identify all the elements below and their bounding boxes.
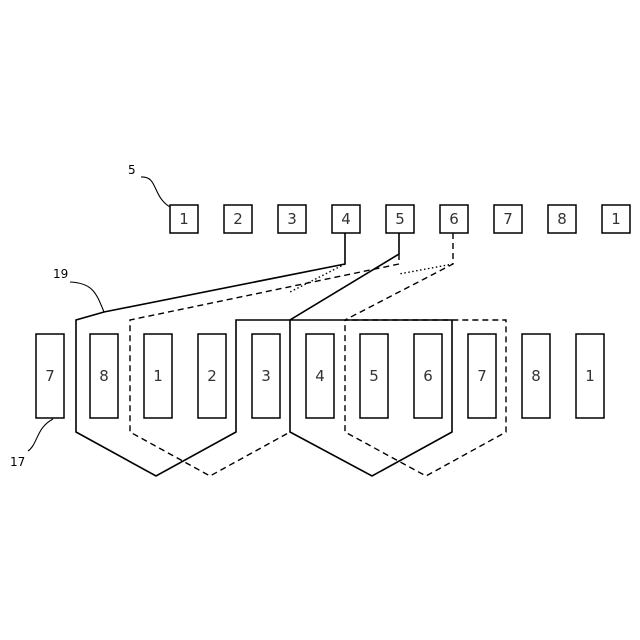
ref-numeral-bottom-row: 17	[10, 455, 25, 469]
bottom-row-box-label: 5	[369, 367, 379, 385]
bottom-row-box-4: 2	[198, 334, 226, 418]
bottom-row-box-label: 4	[315, 367, 325, 385]
top-row-box-7: 7	[494, 205, 522, 233]
top-row-box-label: 4	[341, 210, 351, 228]
bottom-row-box-label: 1	[585, 367, 595, 385]
bottom-row-box-label: 6	[423, 367, 433, 385]
bottom-row: 7 8 1 2 3 4 5 6 7 8 1	[36, 334, 604, 418]
top-row-box-3: 3	[278, 205, 306, 233]
top-row-box-label: 5	[395, 210, 405, 228]
bottom-row-box-label: 3	[261, 367, 271, 385]
top-row-box-1: 1	[170, 205, 198, 233]
top-row-box-label: 8	[557, 210, 567, 228]
bottom-row-box-3: 1	[144, 334, 172, 418]
dotted-lead-from-4	[290, 264, 345, 292]
bottom-row-box-label: 7	[45, 367, 55, 385]
bottom-row-box-7: 5	[360, 334, 388, 418]
top-row: 1 2 3 4 5 6 7 8 1	[170, 205, 630, 233]
bottom-row-box-8: 6	[414, 334, 442, 418]
ref-numeral-top-row: 5	[128, 163, 136, 177]
top-row-box-5: 5	[386, 205, 414, 233]
top-row-box-8: 8	[548, 205, 576, 233]
leader-line-winding	[70, 282, 104, 312]
top-row-box-4: 4	[332, 205, 360, 233]
bottom-row-box-6: 4	[306, 334, 334, 418]
bottom-row-box-5: 3	[252, 334, 280, 418]
bottom-row-box-label: 2	[207, 367, 217, 385]
leader-line-bottom-row	[28, 419, 53, 451]
bottom-row-box-label: 1	[153, 367, 163, 385]
bottom-row-box-9: 7	[468, 334, 496, 418]
top-row-box-9: 1	[602, 205, 630, 233]
bottom-row-box-2: 8	[90, 334, 118, 418]
top-row-box-label: 6	[449, 210, 459, 228]
top-row-box-label: 7	[503, 210, 513, 228]
top-row-box-label: 1	[611, 210, 621, 228]
dotted-lead-from-6	[399, 264, 453, 274]
bottom-row-box-label: 8	[531, 367, 541, 385]
top-row-box-label: 1	[179, 210, 189, 228]
bottom-row-box-1: 7	[36, 334, 64, 418]
top-row-box-6: 6	[440, 205, 468, 233]
leader-line-top-row	[141, 177, 170, 207]
top-row-box-label: 2	[233, 210, 243, 228]
top-row-box-2: 2	[224, 205, 252, 233]
bottom-row-box-10: 8	[522, 334, 550, 418]
bottom-row-box-11: 1	[576, 334, 604, 418]
bottom-row-box-label: 7	[477, 367, 487, 385]
ref-numeral-winding: 19	[53, 267, 68, 281]
top-row-box-label: 3	[287, 210, 297, 228]
bottom-row-box-label: 8	[99, 367, 109, 385]
